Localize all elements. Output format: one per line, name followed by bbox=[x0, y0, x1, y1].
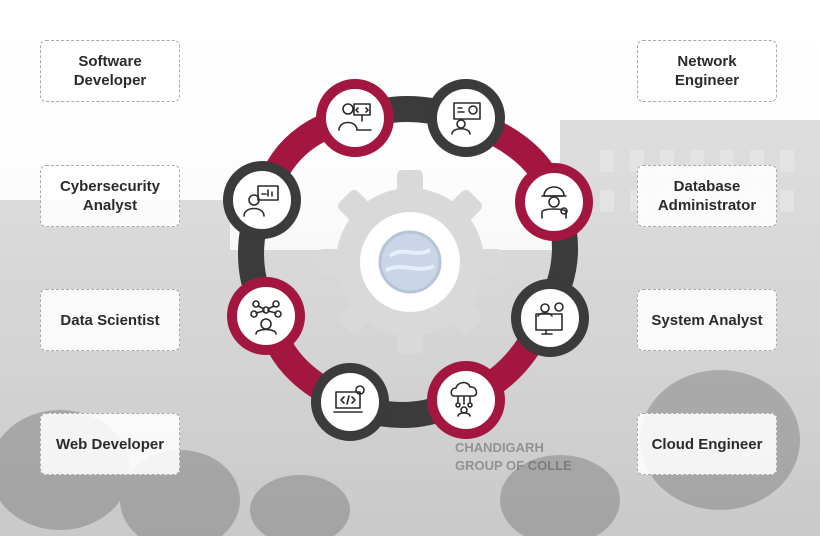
network-engineer-icon bbox=[451, 102, 481, 135]
software-developer-icon bbox=[338, 103, 372, 131]
database-administrator-icon bbox=[541, 186, 568, 219]
role-label: Network Engineer bbox=[674, 53, 740, 89]
role-network-engineer: Network Engineer bbox=[637, 40, 777, 102]
role-system-analyst: System Analyst bbox=[637, 289, 777, 351]
cloud-engineer-icon bbox=[450, 381, 478, 417]
data-scientist-icon bbox=[250, 300, 282, 335]
role-label: Cloud Engineer bbox=[651, 435, 763, 453]
web-developer-icon bbox=[333, 385, 365, 413]
cybersecurity-analyst-icon bbox=[243, 185, 279, 217]
role-data-scientist: Data Scientist bbox=[40, 289, 180, 351]
background-sign-line-2: GROUP OF COLLE bbox=[455, 458, 572, 473]
role-label: Web Developer bbox=[55, 435, 165, 453]
role-label: System Analyst bbox=[651, 311, 763, 329]
role-web-developer: Web Developer bbox=[40, 413, 180, 475]
role-label: Data Scientist bbox=[60, 311, 160, 329]
role-cloud-engineer: Cloud Engineer bbox=[637, 413, 777, 475]
system-analyst-icon bbox=[535, 302, 564, 335]
background-sign-line-1: CHANDIGARH bbox=[455, 440, 544, 455]
center-gear-icon bbox=[318, 170, 502, 354]
